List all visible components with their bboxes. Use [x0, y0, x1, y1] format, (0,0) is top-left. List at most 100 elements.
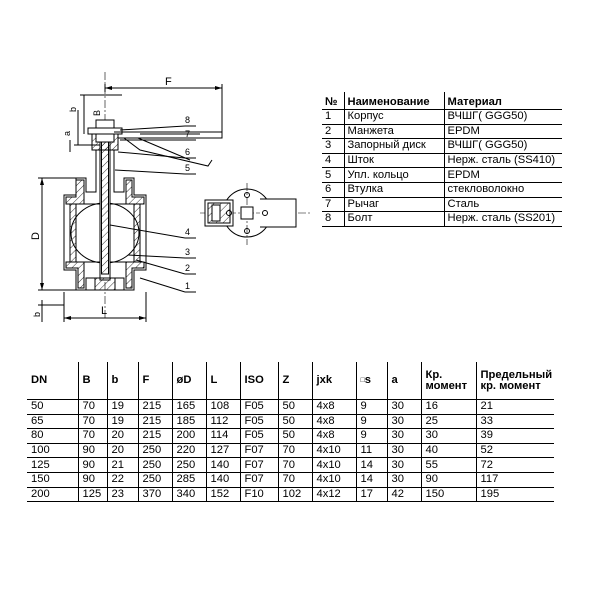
- table-cell: Болт: [343, 211, 444, 227]
- table-cell: 30: [386, 457, 421, 473]
- column-header: Кр. момент: [420, 362, 476, 400]
- table-cell: Нерж. сталь (SS410): [443, 153, 562, 169]
- table-cell: 112: [205, 414, 240, 430]
- table-cell: 127: [205, 443, 240, 459]
- table-cell: 108: [205, 399, 240, 415]
- table-cell: Сталь: [443, 197, 562, 213]
- table-cell: Нерж. сталь (SS201): [443, 211, 562, 227]
- table-cell: 215: [137, 399, 172, 415]
- table-cell: 200: [27, 487, 78, 503]
- table-cell: 215: [137, 414, 172, 430]
- table-cell: 90: [77, 472, 107, 488]
- table-cell: 152: [205, 487, 240, 503]
- table-cell: 4x10: [311, 457, 356, 473]
- table-cell: 250: [137, 457, 172, 473]
- lever: [114, 131, 223, 139]
- column-header: Z: [277, 362, 312, 400]
- table-cell: 220: [171, 443, 206, 459]
- table-cell: 40: [420, 443, 476, 459]
- top-view: [200, 183, 310, 245]
- table-cell: 14: [355, 457, 387, 473]
- table-cell: 20: [106, 443, 138, 459]
- column-header: a: [386, 362, 421, 400]
- column-header-label: s: [364, 374, 371, 386]
- dim-B: B: [92, 110, 102, 116]
- table-cell: 1: [322, 109, 344, 125]
- table-cell: 102: [277, 487, 312, 503]
- callout-number: 5: [185, 163, 190, 173]
- table-cell: 70: [277, 457, 312, 473]
- table-cell: Упл. кольцо: [343, 167, 444, 183]
- column-header: B: [77, 362, 107, 400]
- column-header: DN: [27, 362, 78, 400]
- table-cell: 90: [77, 457, 107, 473]
- column-header: □s: [355, 362, 387, 400]
- table-cell: 42: [386, 487, 421, 503]
- table-cell: стекловолокно: [443, 182, 562, 198]
- table-cell: F10: [239, 487, 278, 503]
- table-cell: 21: [106, 457, 138, 473]
- table-cell: 200: [171, 428, 206, 444]
- table-cell: Втулка: [343, 182, 444, 198]
- table-cell: 23: [106, 487, 138, 503]
- table-cell: 250: [171, 457, 206, 473]
- table-cell: 52: [475, 443, 555, 459]
- table-cell: F07: [239, 472, 278, 488]
- table-cell: 140: [205, 457, 240, 473]
- table-cell: 39: [475, 428, 555, 444]
- table-cell: 50: [277, 399, 312, 415]
- table-cell: ВЧШГ( GGG50): [443, 138, 562, 154]
- table-cell: 19: [106, 399, 138, 415]
- table-cell: 250: [137, 443, 172, 459]
- body-section-hatch: [65, 179, 85, 205]
- table-cell: 30: [386, 472, 421, 488]
- dim-F: F: [165, 76, 172, 88]
- table-cell: 50: [277, 428, 312, 444]
- table-cell: 4x10: [311, 443, 356, 459]
- table-cell: 250: [137, 472, 172, 488]
- callout-number: 3: [185, 247, 190, 257]
- table-cell: 9: [355, 428, 387, 444]
- table-cell: 72: [475, 457, 555, 473]
- table-cell: 65: [27, 414, 78, 430]
- table-cell: F05: [239, 428, 278, 444]
- table-cell: EPDM: [443, 167, 562, 183]
- table-cell: 70: [77, 428, 107, 444]
- column-header: ISO: [239, 362, 278, 400]
- table-cell: 4: [322, 153, 344, 169]
- table-cell: 7: [322, 197, 344, 213]
- column-header: Материал: [443, 92, 562, 110]
- table-cell: 100: [27, 443, 78, 459]
- table-cell: 165: [171, 399, 206, 415]
- table-cell: Манжета: [343, 124, 444, 140]
- table-cell: 340: [171, 487, 206, 503]
- dim-b-top: b: [68, 107, 78, 112]
- column-header: øD: [171, 362, 206, 400]
- table-cell: 30: [386, 428, 421, 444]
- callout-number: 1: [185, 281, 190, 291]
- table-cell: 70: [77, 414, 107, 430]
- table-cell: 125: [77, 487, 107, 503]
- table-cell: Рычаг: [343, 197, 444, 213]
- table-cell: 195: [475, 487, 555, 503]
- table-cell: 30: [420, 428, 476, 444]
- table-cell: 150: [27, 472, 78, 488]
- table-cell: 370: [137, 487, 172, 503]
- table-cell: 114: [205, 428, 240, 444]
